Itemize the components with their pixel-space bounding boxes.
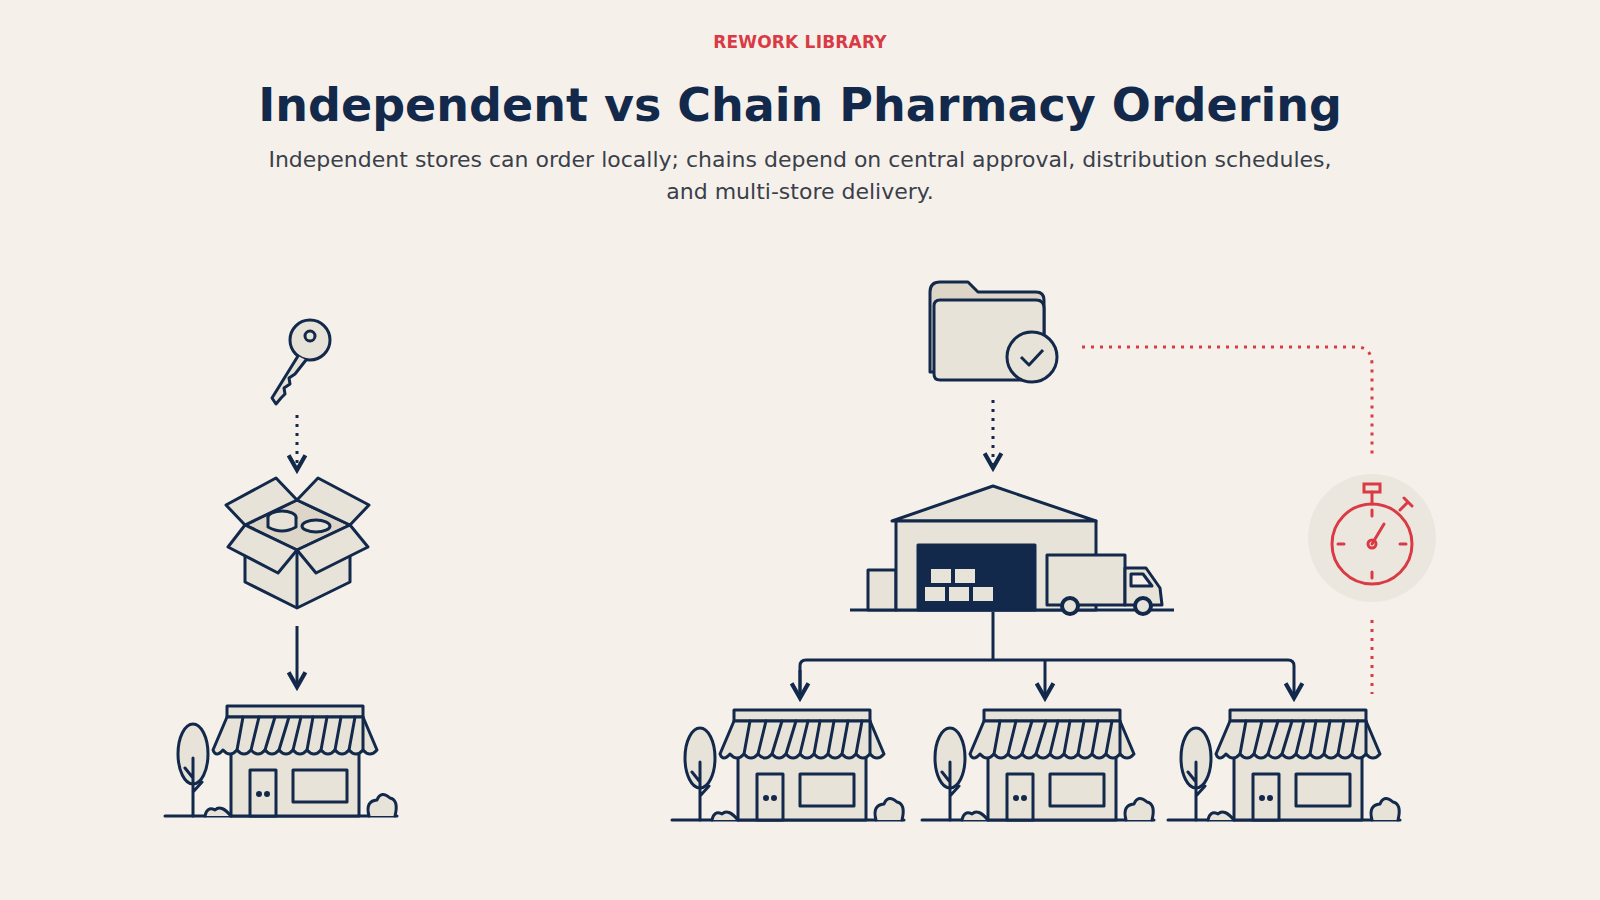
title: Independent vs Chain Pharmacy Ordering — [0, 78, 1600, 132]
brand-label: REWORK LIBRARY — [0, 32, 1600, 52]
caption: Independent stores can order locally; ch… — [250, 144, 1350, 208]
